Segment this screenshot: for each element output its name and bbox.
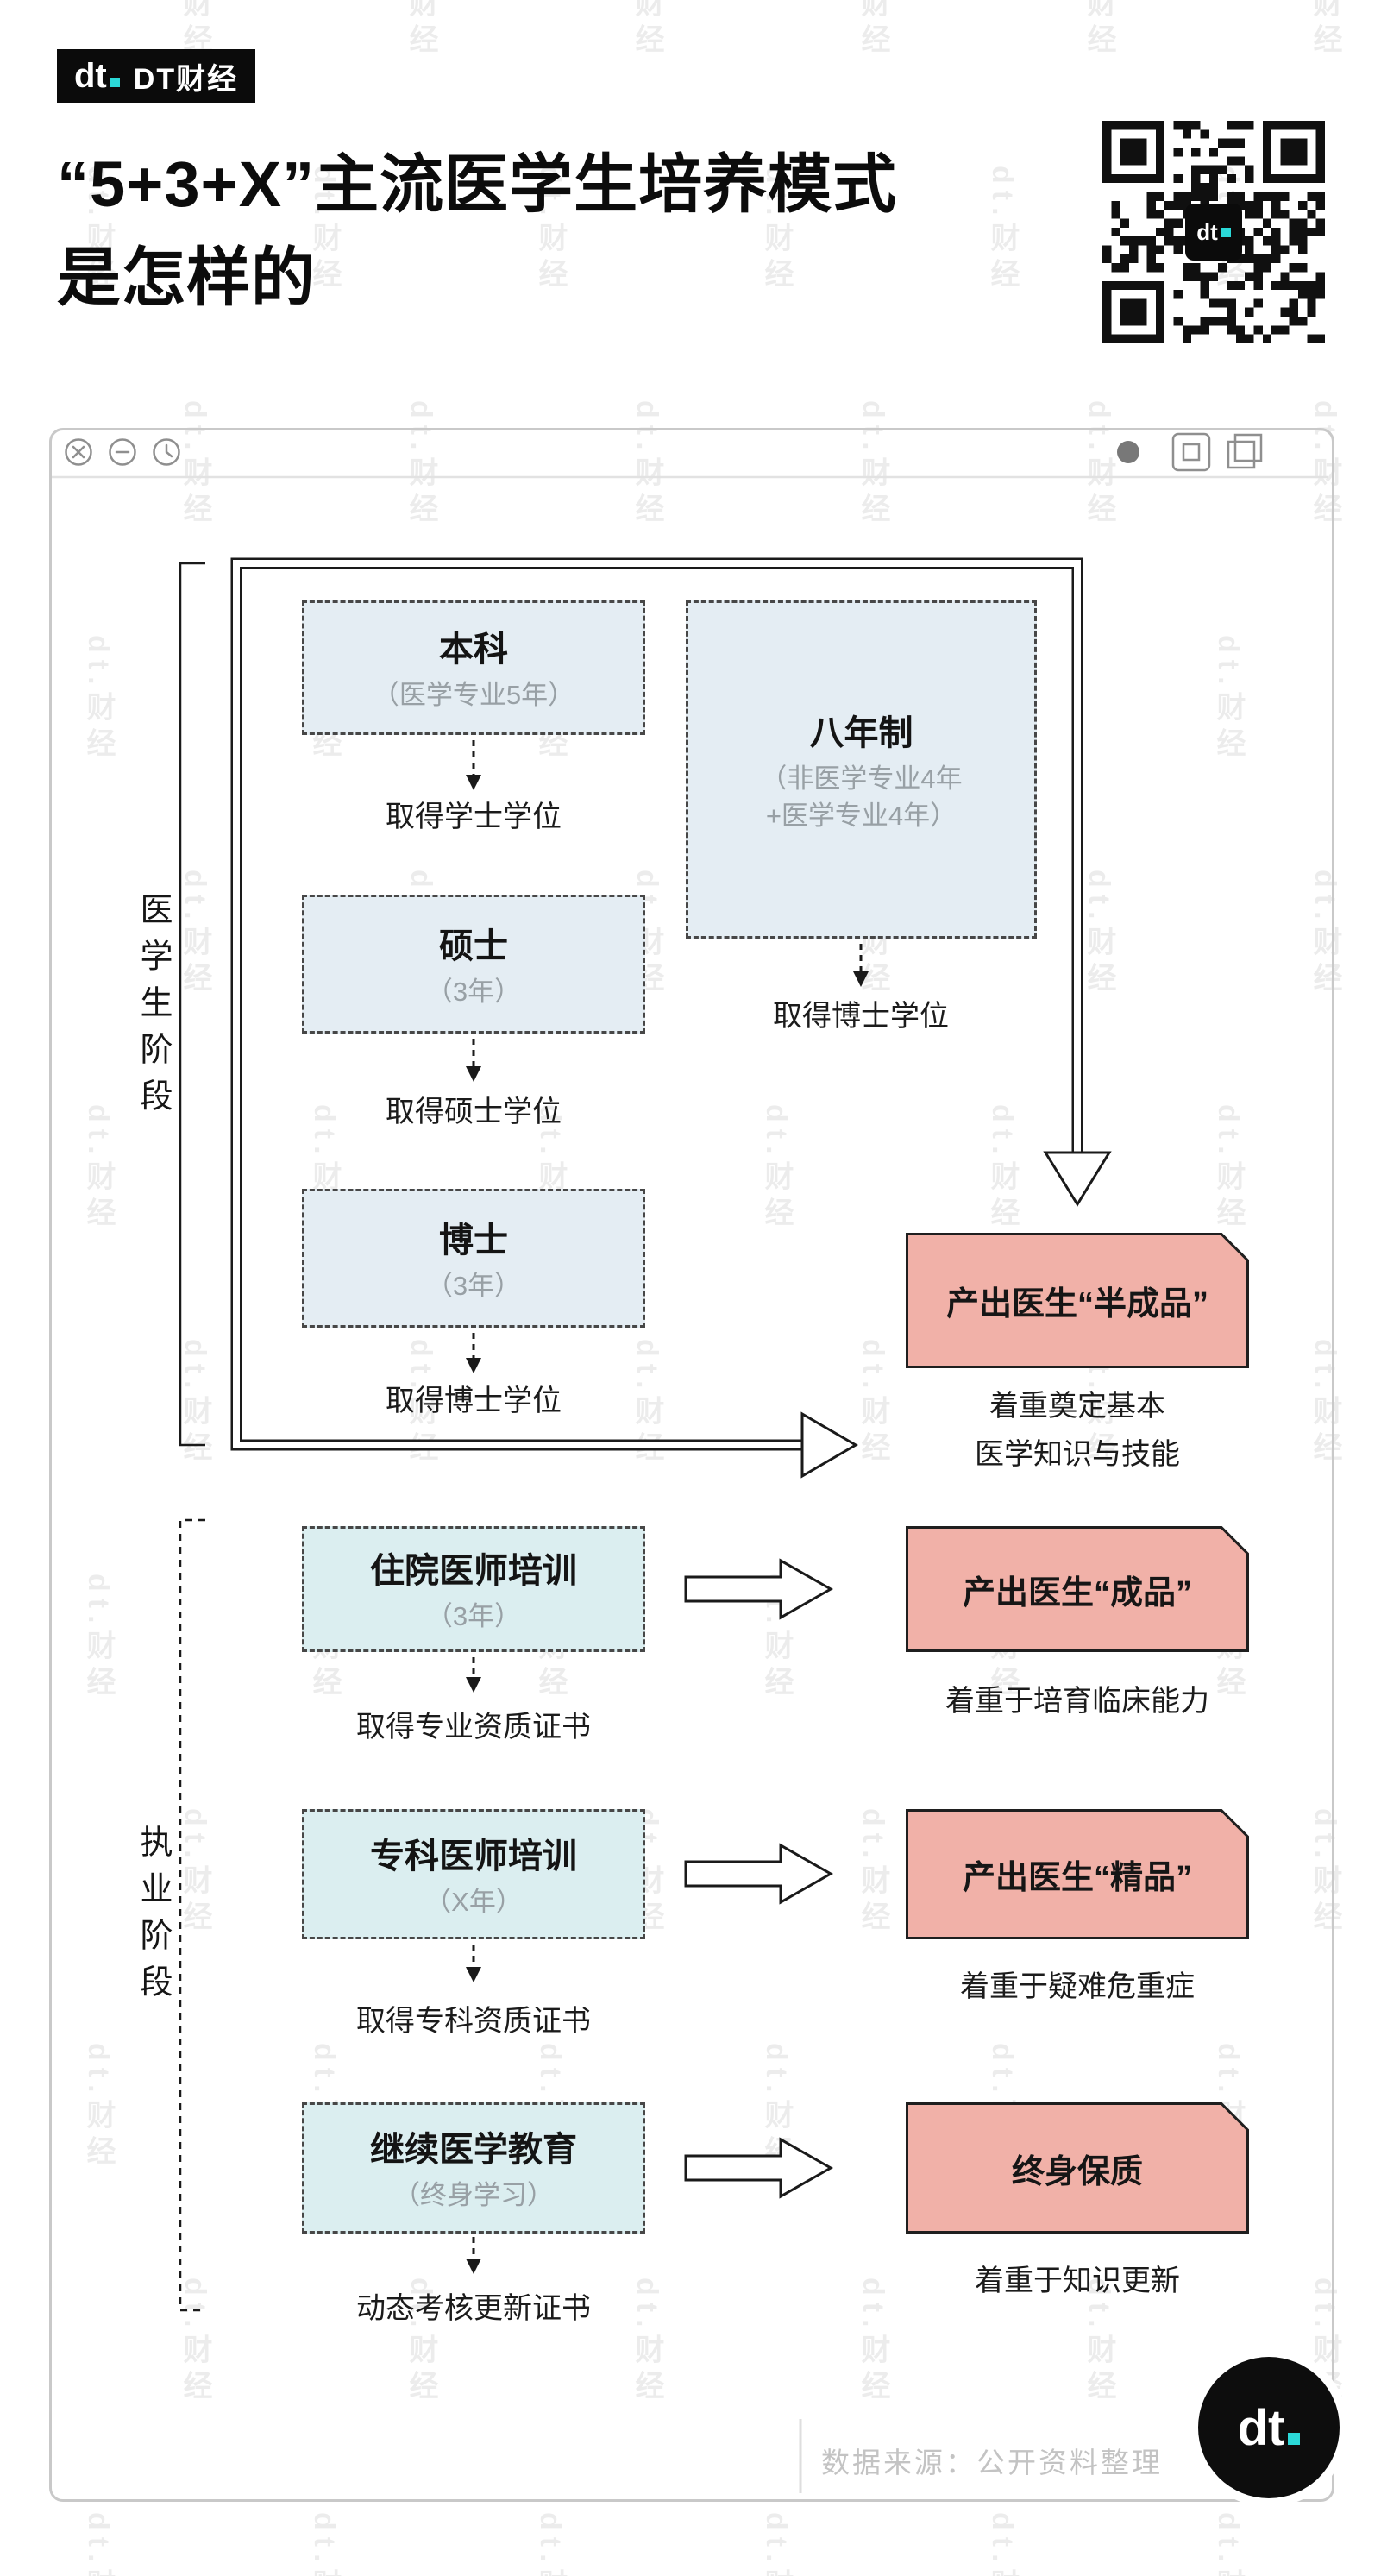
pipe-right-arrow-icon (800, 1411, 858, 1479)
stage-box-doctor: 博士 （3年） (302, 1189, 645, 1328)
dashed-arrow-master (466, 1039, 481, 1082)
stage2-bracket (179, 1518, 205, 2312)
dashed-arrow-eight-year (853, 944, 869, 987)
result-label-continuing: 动态考核更新证书 (356, 2292, 591, 2325)
result-label-doctor: 取得博士学位 (386, 1385, 562, 1417)
master-sub: （3年） (425, 976, 522, 1007)
bachelor-title: 本科 (439, 631, 508, 669)
qr-modules (1102, 121, 1325, 343)
specialist-sub: （X年） (424, 1886, 523, 1917)
result-label-resident: 取得专业资质证书 (356, 1711, 591, 1744)
window-frame (49, 428, 1334, 2502)
page-title: “5+3+X”主流医学生培养模式 是怎样的 (57, 138, 897, 324)
output-box-semi-finished: 产出医生“半成品” (906, 1233, 1249, 1368)
lifelong-note: 着重于知识更新 (975, 2265, 1180, 2297)
dashed-arrow-continuing (466, 2237, 481, 2274)
stage1-bracket (179, 562, 205, 1447)
page-title-line1: “5+3+X”主流医学生培养模式 (57, 148, 898, 220)
semi-finished-label: 产出医生“半成品” (945, 1286, 1208, 1323)
footer-logo: dt (1198, 2357, 1340, 2498)
pipe-down-arrow-icon (1043, 1151, 1112, 1207)
result-label-bachelor: 取得学士学位 (386, 801, 562, 833)
brand-dot-icon (110, 77, 120, 87)
finished-note: 着重于培育临床能力 (945, 1685, 1209, 1718)
training-box-resident: 住院医师培训 （3年） (302, 1526, 645, 1652)
qr-center-logo: dt (1185, 204, 1242, 261)
close-icon[interactable] (65, 438, 92, 466)
finished-label: 产出医生“成品” (962, 1574, 1192, 1612)
premium-note: 着重于疑难危重症 (960, 1970, 1195, 2003)
semi-finished-note: 着重奠定基本 医学知识与技能 (975, 1390, 1180, 1471)
lifelong-label: 终身保质 (1011, 2153, 1143, 2190)
output-box-finished: 产出医生“成品” (906, 1526, 1249, 1652)
specialist-title: 专科医师培训 (370, 1837, 577, 1875)
output-box-premium: 产出医生“精品” (906, 1809, 1249, 1939)
bachelor-sub: （医学专业5年） (372, 680, 575, 711)
stage-box-eight-year: 八年制 （非医学专业4年 +医学专业4年） (686, 600, 1037, 939)
record-indicator-icon[interactable] (1117, 441, 1139, 463)
page-title-line2: 是怎样的 (57, 242, 316, 313)
eight-year-title: 八年制 (809, 713, 913, 752)
continuing-sub: （终身学习） (393, 2180, 554, 2211)
continuing-title: 继续医学教育 (370, 2131, 577, 2170)
premium-label: 产出医生“精品” (962, 1860, 1192, 1896)
footer-logo-dot-icon (1288, 2432, 1301, 2445)
data-source: 数据来源：公开资料整理 (821, 2447, 1163, 2479)
dashed-arrow-doctor (466, 1333, 481, 1373)
duplicate-icon[interactable] (1227, 433, 1263, 469)
hollow-arrow-row1-icon (684, 1558, 834, 1620)
training-box-continuing: 继续医学教育 （终身学习） (302, 2102, 645, 2234)
resident-sub: （3年） (425, 1601, 522, 1632)
history-icon[interactable] (153, 438, 180, 466)
minimize-icon[interactable] (109, 438, 136, 466)
dashed-arrow-bachelor (466, 740, 481, 790)
stage-box-master: 硕士 （3年） (302, 895, 645, 1034)
stage1-label: 医学生阶段 (135, 892, 171, 1125)
dashed-arrow-specialist (466, 1945, 481, 1982)
stage2-label: 执业阶段 (135, 1825, 171, 2011)
hollow-arrow-row2-icon (684, 1843, 834, 1905)
brand-logo-dt: dt (74, 57, 120, 96)
eight-year-sub: （非医学专业4年 +医学专业4年） (760, 763, 963, 831)
qr-code: dt (1102, 121, 1325, 343)
result-label-master: 取得硕士学位 (386, 1096, 562, 1128)
capture-icon[interactable] (1171, 432, 1211, 472)
result-label-eight-year: 取得博士学位 (773, 1000, 949, 1033)
flow-pipe (230, 557, 1112, 1479)
result-label-specialist: 取得专科资质证书 (356, 2005, 591, 2038)
brand-logo: dt DT财经 (57, 49, 256, 103)
doctor-sub: （3年） (425, 1270, 522, 1301)
dashed-arrow-resident (466, 1657, 481, 1693)
qr-logo-dot-icon (1221, 227, 1231, 237)
doctor-title: 博士 (439, 1221, 508, 1260)
stage-box-bachelor: 本科 （医学专业5年） (302, 600, 645, 735)
resident-title: 住院医师培训 (370, 1552, 577, 1591)
hollow-arrow-row3-icon (684, 2137, 834, 2199)
training-box-specialist: 专科医师培训 （X年） (302, 1809, 645, 1939)
master-title: 硕士 (439, 927, 508, 965)
brand-logo-name: DT财经 (133, 62, 239, 96)
output-box-lifelong: 终身保质 (906, 2102, 1249, 2234)
